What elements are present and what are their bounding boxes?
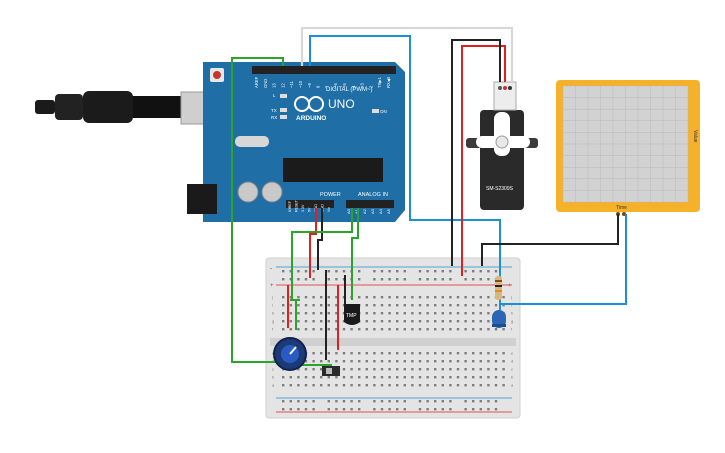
- tx-led-label: TX: [271, 108, 277, 113]
- rx-led-label: RX: [271, 115, 277, 120]
- breadboard-holes: [282, 270, 505, 411]
- power-pin-label: IOREF: [288, 200, 292, 212]
- row-letter: h: [272, 311, 274, 316]
- digital-header: [252, 66, 396, 74]
- power-pin-label: 3.3V: [301, 204, 305, 212]
- row-letter: j: [510, 295, 512, 300]
- servo-label: SM-S2309S: [486, 186, 514, 192]
- digital-pin-label: ~11: [289, 81, 294, 88]
- row-letter: a: [272, 383, 275, 388]
- temperature-sensor[interactable]: TMP: [344, 304, 360, 325]
- digital-label: DIGITAL (PWM~): [326, 87, 373, 93]
- atmega-chip: [283, 158, 383, 182]
- wires: [231, 26, 627, 366]
- power-pin-label: 5V: [308, 207, 312, 212]
- plotter-x-label: Time: [616, 205, 627, 211]
- row-letter: b: [272, 375, 275, 380]
- row-letter: i: [272, 303, 273, 308]
- analog-pin-label: A3: [370, 208, 375, 214]
- digital-pin-label: ~6: [333, 83, 338, 88]
- analog-pin-label: A1: [354, 208, 359, 214]
- plot-grid: [562, 85, 689, 203]
- row-letter: g: [511, 319, 513, 324]
- servo-motor[interactable]: SM-S2309S: [466, 81, 538, 210]
- row-letter: h: [511, 311, 513, 316]
- resistor: [495, 276, 502, 300]
- analog-pin-label: A2: [362, 208, 367, 214]
- power-header: [286, 200, 334, 208]
- plotter-y-label: Value: [692, 130, 698, 143]
- serial-plotter[interactable]: Time Value: [556, 80, 700, 216]
- digital-pin-label: 4: [351, 85, 356, 88]
- row-letter: d: [511, 359, 513, 364]
- power-pin-label: GND: [314, 204, 318, 212]
- analog-pin-label: A0: [346, 208, 351, 214]
- row-letter: c: [272, 367, 274, 372]
- plus-rail-label-right: +: [508, 283, 512, 289]
- row-letter: j: [271, 295, 273, 300]
- on-label: ON: [380, 109, 387, 114]
- power-pin-label: RESET: [295, 199, 299, 212]
- digital-pin-label: 2: [368, 85, 373, 88]
- row-letter: c: [511, 367, 513, 372]
- plus-rail-label: +: [270, 283, 274, 289]
- breadboard[interactable]: + - + aabbccddeeffgghhiijj: [265, 257, 521, 419]
- digital-pin-label: 13: [272, 83, 277, 88]
- digital-pin-label: AREF: [254, 76, 259, 88]
- power-pin-label: GND: [321, 204, 325, 212]
- potentiometer[interactable]: [273, 337, 307, 371]
- digital-pin-label: 7: [324, 85, 329, 88]
- arduino-uno-board[interactable]: ARDUINO UNO DIGITAL (PWM~) POWER ANALOG …: [187, 62, 405, 222]
- row-letter: f: [272, 327, 274, 332]
- sensor-label: TMP: [346, 313, 357, 319]
- digital-pin-label: 8: [316, 85, 321, 88]
- digital-pin-label: ~10: [298, 80, 303, 88]
- row-letter: a: [511, 383, 514, 388]
- analog-label: ANALOG IN: [358, 192, 388, 198]
- minus-rail-label: -: [270, 266, 272, 272]
- blue-led: [492, 310, 506, 328]
- row-letter: e: [511, 351, 514, 356]
- digital-pin-label: TX▶1: [377, 76, 382, 88]
- analog-header: [346, 200, 394, 208]
- digital-pin-label: GND: [263, 79, 268, 88]
- analog-pin-label: A4: [378, 208, 383, 214]
- usb-cable: [35, 91, 214, 125]
- digital-pin-label: RX◀0: [386, 76, 391, 88]
- digital-pin-label: ~5: [342, 83, 347, 88]
- row-letter: f: [511, 327, 513, 332]
- l-led-label: L: [273, 93, 276, 98]
- analog-pin-label: A5: [386, 208, 391, 214]
- power-pin-label: Vin: [327, 207, 331, 212]
- digital-pin-label: ~3: [360, 83, 365, 88]
- arduino-brand: ARDUINO: [296, 115, 326, 122]
- row-letter: b: [511, 375, 514, 380]
- slide-switch[interactable]: [322, 366, 340, 376]
- digital-pin-label: ~9: [307, 83, 312, 88]
- digital-pin-label: 12: [280, 83, 285, 88]
- arduino-logo-icon: [294, 96, 324, 112]
- power-label: POWER: [320, 192, 341, 198]
- row-letter: g: [272, 319, 274, 324]
- power-jack: [187, 184, 217, 214]
- arduino-model: UNO: [328, 97, 355, 111]
